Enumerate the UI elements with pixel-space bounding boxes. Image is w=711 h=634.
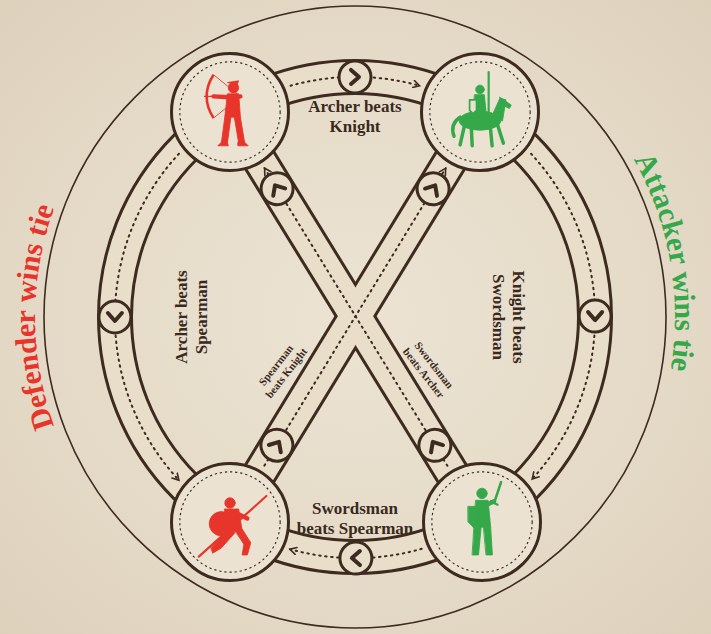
- direction-icon: [339, 61, 371, 93]
- direction-icon: [339, 61, 371, 93]
- direction-icon: [340, 542, 372, 574]
- direction-icon: [255, 167, 299, 211]
- direction-icon: [255, 423, 299, 467]
- direction-icon: [413, 423, 457, 467]
- direction-icon: [340, 542, 372, 574]
- tie-rule-label: Attacker wins tie: [628, 147, 702, 374]
- direction-icon: [99, 301, 131, 333]
- direction-icon: [99, 301, 131, 333]
- direction-icon: [351, 70, 359, 84]
- direction-icon: [411, 167, 455, 211]
- beats-label: Archer beats Spearman: [172, 260, 211, 375]
- direction-icon: [579, 300, 611, 332]
- dashed-ring: [180, 62, 280, 162]
- direction-icon: [269, 438, 285, 452]
- dashed-ring: [430, 62, 530, 162]
- tie-rule-label: Defender wins tie: [8, 199, 60, 435]
- beats-label: Knight beats Swordsman: [488, 256, 527, 378]
- unit-illustration: [425, 465, 539, 579]
- unit-illustration: [173, 55, 287, 169]
- outer-circle: [44, 6, 666, 628]
- direction-icon: [108, 313, 122, 321]
- unit-figure: [204, 75, 248, 146]
- direction-icon: [255, 423, 299, 467]
- direction-icon: [352, 551, 360, 565]
- unit-circle: [170, 462, 290, 582]
- tie-rule-label: Defender wins tie: [8, 199, 60, 435]
- dashed-ring: [432, 472, 532, 572]
- unit-circle: [420, 52, 540, 172]
- beats-label: Spearman beats Knight: [248, 331, 315, 406]
- dashed-ring: [180, 472, 280, 572]
- unit-figure: [453, 72, 511, 146]
- direction-icon: [579, 300, 611, 332]
- beats-label: Swordsman beats Archer: [394, 330, 463, 409]
- direction-icon: [427, 438, 443, 452]
- unit-circle: [170, 52, 290, 172]
- outer-circle: [44, 6, 666, 628]
- unit-illustration: [423, 55, 537, 169]
- direction-icon: [413, 423, 457, 467]
- beats-label: Archer beats Knight: [305, 97, 405, 136]
- track-fill: [230, 112, 480, 522]
- beats-label: Swordsman beats Spearman: [287, 499, 424, 538]
- unit-figure: [468, 482, 501, 555]
- unit-circle: [422, 462, 542, 582]
- direction-icon: [255, 167, 299, 211]
- track-fill: [230, 112, 482, 522]
- unit-illustration: [173, 465, 287, 579]
- direction-icon: [588, 312, 602, 320]
- direction-icon: [269, 182, 285, 196]
- tie-rule-label: Attacker wins tie: [628, 147, 702, 374]
- beats-arrow: [265, 168, 448, 466]
- track-border: [230, 112, 480, 522]
- direction-icon: [411, 167, 455, 211]
- track-border: [230, 112, 482, 522]
- unit-figure: [199, 496, 267, 557]
- direction-icon: [425, 182, 441, 196]
